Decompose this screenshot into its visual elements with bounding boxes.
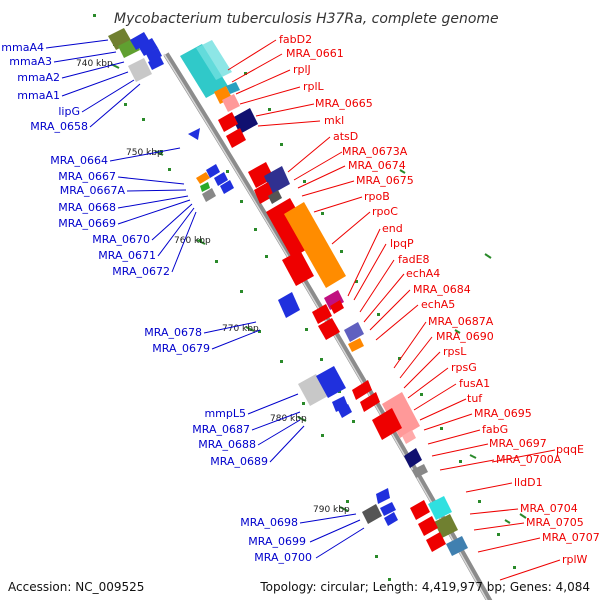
- gene-label: MRA_0667A: [60, 184, 126, 197]
- kbp-label-790: 790 kbp: [313, 505, 350, 515]
- gene-label: MRA_0671: [98, 249, 156, 262]
- gene-label: MRA_0672: [112, 265, 170, 278]
- gene-label: lipG: [58, 105, 80, 118]
- gene-block-mmaA1: [128, 58, 152, 82]
- gene-label: rpoB: [364, 190, 390, 203]
- gene-label: fusA1: [459, 377, 490, 390]
- gene-label: MRA_0661: [286, 47, 344, 60]
- gene-label: MRA_0695: [474, 407, 532, 420]
- gene-label: pqqE: [556, 443, 584, 456]
- leader-lines-right: [227, 39, 561, 581]
- gene-label: MRA_0687A: [428, 315, 494, 328]
- gene-label: MRA_0674: [348, 159, 406, 172]
- gene-block-tuf: [372, 408, 402, 440]
- gene-label: MRA_0707: [542, 531, 600, 544]
- gene-label: tuf: [467, 392, 483, 405]
- gene-label: fadE8: [398, 253, 430, 266]
- gene-label: MRA_0688: [198, 438, 256, 451]
- gene-label: rpsL: [443, 345, 467, 358]
- gene-label: MRA_0689: [210, 455, 268, 468]
- gene-label: MRA_0687: [192, 423, 250, 436]
- gene-label: MRA_0678: [144, 326, 202, 339]
- gene-block-fusA1: [382, 392, 420, 438]
- gene-label: fabD2: [279, 33, 312, 46]
- gene-labels-right: fabD2 MRA_0661 rplJ rplL MRA_0665 mkl at…: [279, 33, 600, 566]
- inner-gene-blocks: [108, 28, 398, 526]
- gene-label: fabG: [482, 423, 508, 436]
- gene-label: MRA_0690: [436, 330, 494, 343]
- gene-label: mmaA4: [1, 41, 44, 54]
- kbp-label-770: 770 kbp: [222, 324, 259, 334]
- gene-label: lpqP: [390, 237, 414, 250]
- gene-label: MRA_0667: [58, 170, 116, 183]
- gene-label: mmaA2: [17, 71, 60, 84]
- gene-label: MRA_0705: [526, 516, 584, 529]
- kbp-label-740: 740 kbp: [76, 59, 113, 69]
- gene-block-MRA_0704: [428, 496, 452, 520]
- gene-block-echA5: [344, 322, 364, 342]
- gene-labels-left: mmaA4 mmaA3 mmaA2 mmaA1 lipG MRA_0658 MR…: [1, 41, 312, 564]
- gene-label: MRA_0658: [30, 120, 88, 133]
- kbp-label-780: 780 kbp: [270, 414, 307, 424]
- gene-label: rplL: [303, 80, 325, 93]
- gene-label: MRA_0700A: [496, 453, 562, 466]
- kbp-tick-dashes: [110, 63, 527, 524]
- gene-label: MRA_0664: [50, 154, 108, 167]
- gene-label: MRA_0665: [315, 97, 373, 110]
- gene-label: mkl: [324, 114, 344, 127]
- gene-label: MRA_0684: [413, 283, 471, 296]
- gene-label: rpoC: [372, 205, 398, 218]
- gene-label: mmaA3: [9, 55, 52, 68]
- kbp-label-750: 750 kbp: [126, 148, 163, 158]
- gene-label: MRA_0673A: [342, 145, 408, 158]
- gene-block-rpoC: [284, 202, 346, 288]
- map-title: Mycobacterium tuberculosis H37Ra, comple…: [114, 11, 499, 27]
- gene-block-lpqP: [324, 290, 344, 310]
- gene-label: MRA_0679: [152, 342, 210, 355]
- gene-label: rpsG: [451, 361, 477, 374]
- kbp-label-760: 760 kbp: [174, 236, 211, 246]
- gene-label: MRA_0700: [254, 551, 312, 564]
- gene-label: MRA_0668: [58, 201, 116, 214]
- gene-label: rplW: [562, 553, 588, 566]
- gene-label: echA5: [421, 298, 455, 311]
- gene-block-MRA_0678: [278, 292, 300, 318]
- gene-label: MRA_0670: [92, 233, 150, 246]
- outer-gene-blocks: [180, 40, 468, 556]
- gene-label: lldD1: [514, 476, 543, 489]
- topology-text: Topology: circular; Length: 4,419,977 bp…: [260, 580, 590, 594]
- gene-label: mmaA1: [17, 89, 60, 102]
- gene-label: end: [382, 222, 403, 235]
- gene-label: MRA_0669: [58, 217, 116, 230]
- gene-block-mmpL5: [298, 374, 328, 406]
- gene-label: MRA_0698: [240, 516, 298, 529]
- leader-lines-left: [45, 39, 365, 559]
- gene-label: echA4: [406, 267, 440, 280]
- gene-label: MRA_0704: [520, 502, 578, 515]
- gene-label: MRA_0699: [248, 535, 306, 548]
- gene-label: mmpL5: [204, 407, 246, 420]
- gene-block-fabD2: [180, 44, 228, 98]
- gene-block-rplL: [222, 94, 240, 112]
- gene-label: rplJ: [293, 63, 311, 76]
- accession-text: Accession: NC_009525: [8, 580, 145, 594]
- gene-block-mkl: [232, 108, 258, 134]
- gene-label: MRA_0675: [356, 174, 414, 187]
- gene-label: atsD: [333, 130, 358, 143]
- gene-label: MRA_0697: [489, 437, 547, 450]
